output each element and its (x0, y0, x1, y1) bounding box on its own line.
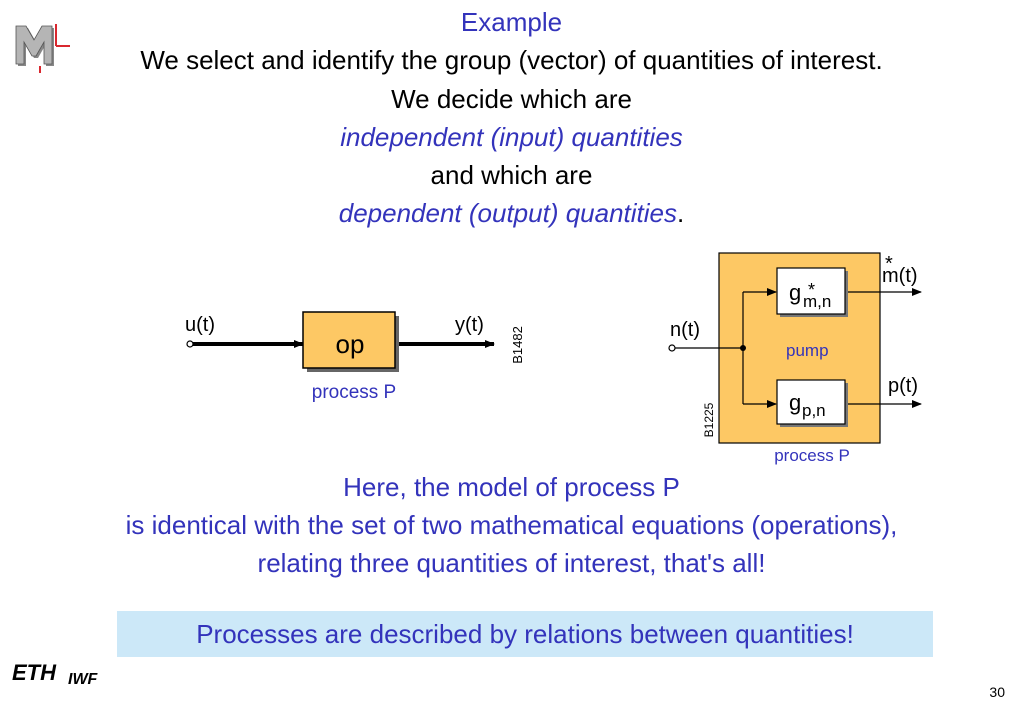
header-line-2: We decide which are (391, 84, 632, 114)
left-box-label: op (336, 329, 365, 359)
left-output-label: y(t) (455, 314, 484, 336)
g-pn-sub: p,n (802, 401, 826, 420)
g-mn-main: g (789, 280, 801, 305)
pump-label: pump (786, 341, 829, 360)
top-output-label: m(t) (882, 265, 918, 287)
right-code: B1225 (702, 402, 716, 437)
header-line-5-text: dependent (output) quantities (338, 198, 678, 228)
iwf-logo-text: IWF (68, 671, 98, 688)
page-number: 30 (989, 684, 1005, 700)
header-line-1: We select and identify the group (vector… (140, 45, 883, 75)
header-line-5: dependent (output) quantities. (0, 198, 1023, 229)
right-process-diagram: g * m,n g p,n n(t) * m(t) p(t) pump proc… (668, 252, 922, 465)
g-mn-sub: m,n (803, 292, 831, 311)
left-process-diagram: u(t) y(t) op process P B1482 (185, 311, 525, 403)
right-caption: process P (774, 446, 850, 465)
header-line-5-period: . (677, 198, 685, 228)
header-line-3: independent (input) quantities (340, 122, 683, 152)
right-input-terminal (668, 344, 676, 352)
bottom-output-label: p(t) (888, 375, 918, 397)
top-output-star: * (885, 253, 893, 275)
process-diagrams: u(t) y(t) op process P B1482 g * m,n g p… (185, 252, 922, 465)
body-line-1: Here, the model of process P (343, 472, 680, 502)
callout-box: Processes are described by relations bet… (117, 611, 933, 657)
right-input-label: n(t) (670, 319, 700, 341)
m-logo-icon (15, 24, 70, 73)
g-pn-box (776, 379, 846, 425)
left-caption: process P (312, 382, 396, 403)
body-line-3: relating three quantities of interest, t… (257, 548, 766, 578)
g-mn-box (776, 267, 846, 315)
left-op-box (302, 311, 396, 369)
header-line-4: and which are (430, 160, 593, 190)
eth-logo-text: ETH (12, 660, 56, 685)
left-input-terminal (186, 340, 194, 348)
slide-title: Example (460, 7, 563, 37)
left-code: B1482 (510, 326, 525, 364)
body-line-2: is identical with the set of two mathema… (125, 510, 898, 540)
g-pn-main: g (789, 390, 801, 415)
g-mn-star: * (808, 280, 815, 300)
left-input-label: u(t) (185, 314, 215, 336)
